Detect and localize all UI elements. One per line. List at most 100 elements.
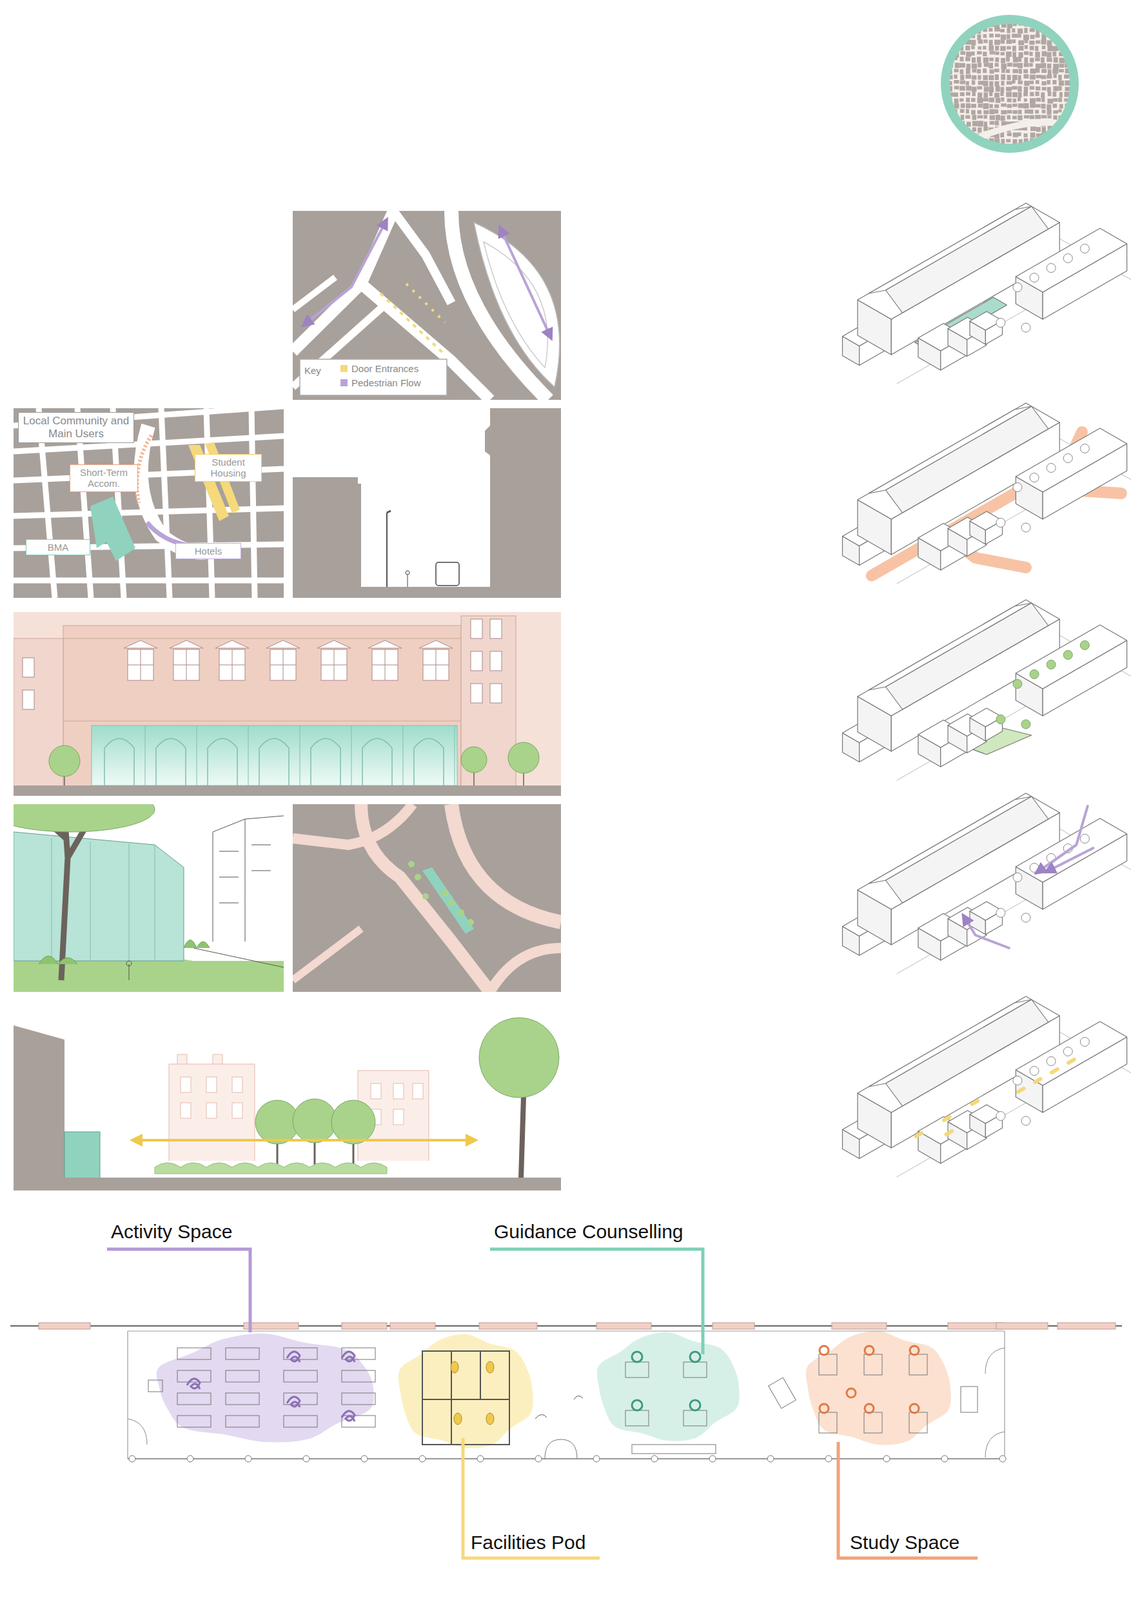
map-label-box: Student Housing bbox=[194, 453, 262, 482]
city-block bbox=[1042, 50, 1048, 57]
tree bbox=[1046, 463, 1056, 473]
tree bbox=[441, 889, 449, 897]
lawn bbox=[13, 960, 284, 992]
city-block bbox=[971, 39, 976, 46]
city-block bbox=[994, 57, 999, 62]
city-block bbox=[1012, 74, 1018, 80]
city-block bbox=[1006, 27, 1010, 33]
city-block bbox=[1052, 79, 1057, 85]
city-block bbox=[959, 63, 966, 68]
city-block bbox=[989, 97, 995, 102]
city-block bbox=[1063, 132, 1069, 138]
colonnade bbox=[127, 1457, 1005, 1460]
pediment bbox=[215, 640, 249, 649]
city-block bbox=[983, 103, 990, 109]
arch bbox=[207, 738, 238, 786]
door-entrance bbox=[915, 1132, 922, 1137]
person-figure bbox=[689, 1351, 701, 1362]
panel-ground bbox=[13, 408, 284, 598]
city-block bbox=[953, 22, 958, 29]
pediment bbox=[419, 640, 453, 649]
transom bbox=[219, 664, 246, 666]
window bbox=[173, 649, 200, 681]
city-block bbox=[1034, 114, 1041, 119]
desk bbox=[625, 1361, 649, 1378]
city-block bbox=[976, 68, 981, 74]
arch bbox=[310, 738, 341, 786]
city-block bbox=[1035, 40, 1041, 44]
city-block bbox=[994, 109, 999, 114]
city-block bbox=[988, 87, 994, 93]
city-block bbox=[1017, 115, 1023, 121]
city-block bbox=[1059, 92, 1063, 98]
column bbox=[128, 1455, 136, 1462]
city-block bbox=[960, 108, 965, 113]
pedestrian-flow bbox=[963, 914, 1010, 948]
building-section bbox=[292, 477, 362, 589]
city-block bbox=[1052, 51, 1057, 57]
city-block bbox=[971, 98, 976, 102]
city-block bbox=[983, 92, 988, 98]
city-block bbox=[983, 39, 988, 43]
city-block bbox=[1070, 40, 1076, 45]
tree bbox=[1046, 263, 1056, 273]
city-block bbox=[1006, 81, 1013, 85]
city-block bbox=[1012, 103, 1018, 108]
city-block bbox=[972, 127, 977, 132]
city-block bbox=[1058, 139, 1063, 145]
mat bbox=[225, 1347, 260, 1360]
city-block bbox=[965, 45, 970, 51]
city-block bbox=[1029, 92, 1034, 97]
city-block bbox=[960, 50, 966, 55]
figure bbox=[126, 960, 132, 981]
person-figure bbox=[286, 1396, 300, 1407]
window bbox=[180, 1102, 191, 1119]
city-block bbox=[953, 74, 957, 79]
pediment bbox=[123, 640, 158, 649]
city-block bbox=[1005, 139, 1011, 143]
city-block bbox=[977, 110, 983, 115]
tree bbox=[1012, 873, 1023, 883]
city-block bbox=[1029, 74, 1036, 80]
window bbox=[470, 619, 483, 639]
window bbox=[206, 1076, 217, 1093]
city-block bbox=[1065, 127, 1070, 132]
city-block bbox=[954, 68, 959, 73]
mat bbox=[341, 1392, 376, 1405]
axonometric-view bbox=[842, 203, 1131, 384]
door-entrance bbox=[945, 1131, 952, 1135]
window-sill bbox=[243, 1322, 299, 1329]
city-block bbox=[976, 34, 981, 40]
toilet bbox=[486, 1361, 494, 1373]
city-block bbox=[1005, 56, 1010, 62]
tree bbox=[1029, 669, 1039, 679]
person-figure bbox=[846, 1388, 856, 1398]
city-block bbox=[954, 85, 959, 89]
person-figure bbox=[689, 1399, 701, 1411]
city-block bbox=[1052, 115, 1057, 120]
city-block bbox=[1058, 108, 1062, 113]
city-block bbox=[965, 85, 972, 91]
person-body bbox=[407, 574, 409, 587]
city-block bbox=[1035, 86, 1041, 91]
column bbox=[186, 1455, 194, 1462]
city-block bbox=[1071, 114, 1075, 121]
person-figure bbox=[286, 1351, 300, 1362]
door-entrance bbox=[971, 1100, 978, 1104]
street-section bbox=[292, 408, 561, 598]
desk bbox=[864, 1412, 883, 1433]
site-section bbox=[13, 1007, 561, 1191]
building-section bbox=[484, 408, 561, 589]
table bbox=[960, 1386, 978, 1413]
mat bbox=[283, 1370, 318, 1382]
city-block bbox=[1005, 87, 1012, 92]
city-block bbox=[1071, 121, 1077, 126]
city-block bbox=[1065, 87, 1070, 91]
tree bbox=[1063, 650, 1073, 660]
mat bbox=[283, 1415, 318, 1427]
city-block bbox=[976, 86, 983, 90]
city-block bbox=[971, 63, 978, 69]
column bbox=[245, 1455, 252, 1462]
city-block bbox=[1001, 63, 1007, 70]
city-block bbox=[1069, 143, 1073, 149]
